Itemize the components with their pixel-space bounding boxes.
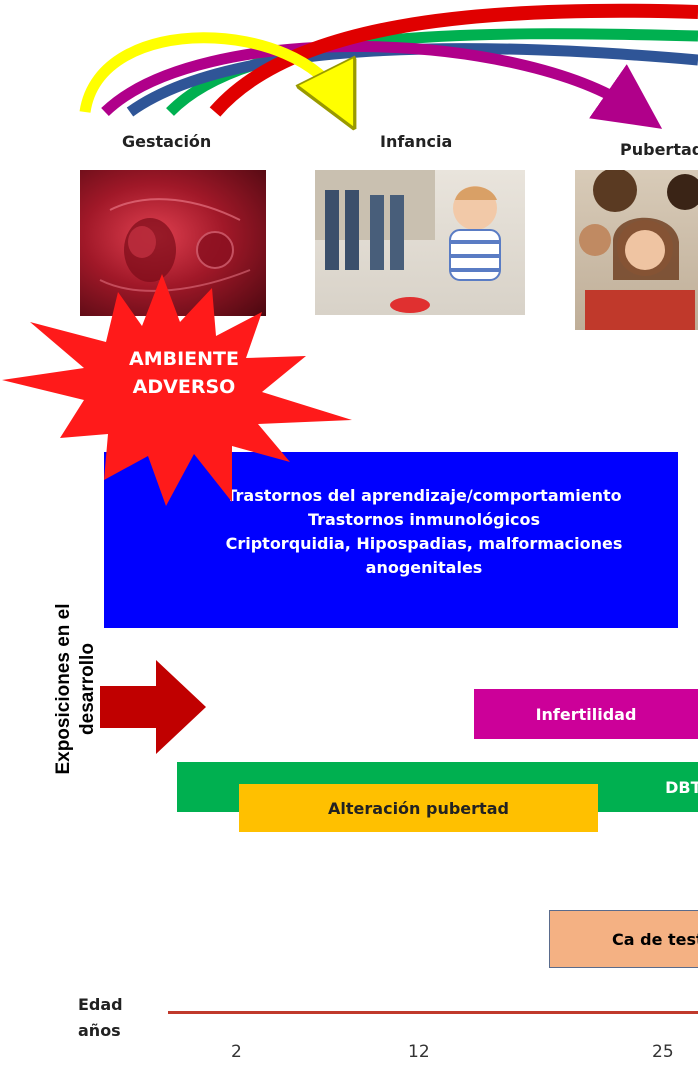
stage-pubertad-label: Pubertad — [620, 140, 698, 159]
arc-green — [166, 28, 698, 116]
disorder-line-2: Trastornos inmunológicos — [307, 510, 541, 529]
disorder-line-3: Criptorquidia, Hipospadias, malformacion… — [225, 534, 623, 553]
timeline-arcs — [79, 3, 698, 135]
y-axis-label: Exposiciones en el desarrollo — [52, 559, 100, 819]
developmental-disorders-text: Trastornos del aprendizaje/comportamient… — [104, 484, 698, 580]
age-axis-label-line-1: Edad — [78, 995, 123, 1014]
bar-ca-testiculo-label: Ca de testículo — [612, 929, 698, 949]
stage-infancia-label: Infancia — [380, 132, 453, 151]
disorder-line-1: Trastornos del aprendizaje/comportamient… — [226, 486, 622, 505]
bar-ca-testiculo: Ca de testículo — [549, 910, 698, 968]
bar-alteracion-pubertad: Alteración pubertad — [239, 784, 598, 832]
bar-dbt-obesidad-label: DBT- Obesidad — [665, 777, 698, 797]
y-axis-label-line-2: desarrollo — [77, 643, 98, 735]
arc-red — [209, 3, 698, 117]
exposure-arrow-icon — [100, 660, 206, 754]
baby-image — [315, 170, 525, 315]
starburst-line-1: AMBIENTE — [129, 348, 239, 370]
stage-gestacion-label: Gestación — [122, 132, 212, 151]
starburst-text: AMBIENTE ADVERSO — [104, 345, 264, 401]
starburst-line-2: ADVERSO — [132, 376, 236, 398]
age-axis-label: Edad años — [78, 992, 123, 1044]
y-axis-label-line-1: Exposiciones en el — [53, 603, 74, 775]
disorder-line-4: anogenitales — [365, 558, 483, 577]
adverse-environment-starburst — [2, 274, 352, 506]
developmental-disorders-box — [104, 452, 678, 628]
tick-2: 2 — [231, 1042, 242, 1062]
age-axis-line — [168, 1011, 698, 1014]
age-axis-label-line-2: años — [78, 1021, 121, 1040]
embryo-image — [80, 170, 266, 316]
arc-yellow — [79, 32, 340, 112]
arc-magenta — [101, 40, 663, 129]
teens-image — [575, 170, 698, 330]
tick-25: 25 — [652, 1042, 674, 1062]
tick-12: 12 — [408, 1042, 430, 1062]
bar-infertilidad: Infertilidad — [474, 689, 698, 739]
